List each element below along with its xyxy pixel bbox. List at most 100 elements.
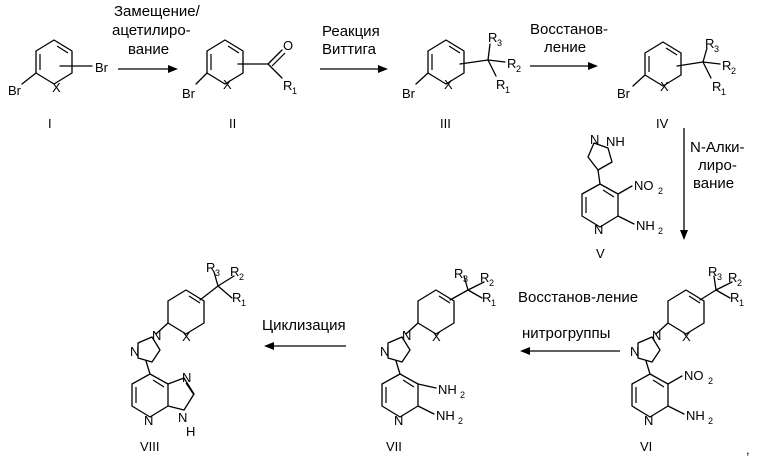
subscript: 3 xyxy=(497,38,502,48)
trailing-comma: , xyxy=(746,442,750,457)
atom-n: N xyxy=(152,328,161,343)
compound-V: N NH NO 2 N NH 2 V xyxy=(582,132,663,261)
compound-label-VII: VII xyxy=(386,439,402,454)
compound-label-III: III xyxy=(440,116,451,131)
atom-n: N xyxy=(380,344,389,359)
atom-r: R xyxy=(496,77,505,92)
step-label-line: ление xyxy=(544,39,586,56)
step-label-line: Замещение/ xyxy=(114,3,201,20)
compound-VI: X R 3 R 2 R 1 N N NO 2 N NH 2 VI xyxy=(630,264,744,454)
step-label-line: ацетилиро- xyxy=(112,22,191,39)
atom-nh2: NH xyxy=(436,408,455,423)
atom-x: X xyxy=(444,77,453,92)
subscript: 3 xyxy=(463,274,468,284)
atom-nh2: NH xyxy=(686,408,705,423)
atom-br: Br xyxy=(182,86,196,101)
step-label-line: Циклизация xyxy=(262,317,346,334)
subscript: 1 xyxy=(739,298,744,308)
atom-n: N xyxy=(130,344,139,359)
atom-r: R xyxy=(722,58,731,73)
atom-n: N xyxy=(182,370,191,385)
compound-label-VI: VI xyxy=(640,439,652,454)
atom-r: R xyxy=(708,264,717,279)
atom-x: X xyxy=(660,79,669,94)
step-label-line: вание xyxy=(693,175,734,192)
compound-label-II: II xyxy=(229,116,236,131)
step-arrow-6: Циклизация xyxy=(262,317,346,350)
subscript: 2 xyxy=(708,376,713,386)
compound-II: Br X O R 1 II xyxy=(182,38,297,131)
subscript: 3 xyxy=(714,44,719,54)
compound-VII: X R 3 R 2 R 1 N N NH 2 N NH 2 VII xyxy=(380,266,496,454)
step-label-line: Реакция xyxy=(322,23,380,40)
subscript: 2 xyxy=(239,272,244,282)
compound-I: Br X Br I xyxy=(8,40,109,131)
step-label-line: N-Алки- xyxy=(690,139,745,156)
step-arrow-5: Восстанов-ление нитрогруппы xyxy=(518,289,638,355)
atom-no2: NO xyxy=(684,368,704,383)
atom-x: X xyxy=(432,329,441,344)
atom-r: R xyxy=(206,260,215,275)
subscript: 1 xyxy=(241,298,246,308)
compound-VIII: X R 3 R 2 R 1 N N N N N H VIII xyxy=(130,260,246,454)
atom-r: R xyxy=(488,30,497,45)
compound-label-V: V xyxy=(596,246,605,261)
atom-n: N xyxy=(590,132,599,147)
atom-x: X xyxy=(52,80,61,95)
atom-r: R xyxy=(230,264,239,279)
subscript: 3 xyxy=(215,268,220,278)
atom-r: R xyxy=(454,266,463,281)
atom-h: H xyxy=(186,424,195,439)
subscript: 2 xyxy=(460,390,465,400)
atom-r: R xyxy=(705,36,714,51)
compound-label-IV: IV xyxy=(656,116,669,131)
subscript: 1 xyxy=(491,298,496,308)
atom-x: X xyxy=(182,329,191,344)
atom-o: O xyxy=(283,38,293,53)
step-arrow-1: Замещение/ ацетилиро- вание xyxy=(112,3,201,73)
atom-n: N xyxy=(644,413,653,428)
subscript: 2 xyxy=(731,66,736,76)
step-label-line: нитрогруппы xyxy=(522,325,610,342)
atom-n: N xyxy=(402,328,411,343)
atom-r: R xyxy=(480,270,489,285)
step-arrow-2: Реакция Виттига xyxy=(320,23,388,73)
atom-nh2: NH xyxy=(438,382,457,397)
atom-n: N xyxy=(652,328,661,343)
atom-n: N xyxy=(594,222,603,237)
atom-x: X xyxy=(223,77,232,92)
subscript: 2 xyxy=(458,416,463,426)
atom-r: R xyxy=(712,79,721,94)
atom-br: Br xyxy=(8,83,22,98)
step-label-line: вание xyxy=(128,41,169,58)
atom-r: R xyxy=(728,270,737,285)
subscript: 3 xyxy=(717,272,722,282)
atom-br: Br xyxy=(402,86,416,101)
subscript: 2 xyxy=(708,416,713,426)
subscript: 1 xyxy=(505,85,510,95)
subscript: 2 xyxy=(737,278,742,288)
step-label-line: Виттига xyxy=(322,41,377,58)
subscript: 2 xyxy=(516,64,521,74)
atom-br: Br xyxy=(617,86,631,101)
subscript: 2 xyxy=(658,186,663,196)
atom-r: R xyxy=(482,290,491,305)
atom-r: R xyxy=(507,56,516,71)
compound-label-VIII: VIII xyxy=(140,439,160,454)
subscript: 1 xyxy=(721,87,726,97)
atom-n: N xyxy=(178,410,187,425)
subscript: 1 xyxy=(292,86,297,96)
step-arrow-3: Восстанов- ление xyxy=(530,21,608,70)
compound-IV: Br X R 3 R 2 R 1 IV xyxy=(617,36,736,131)
atom-n: N xyxy=(630,344,639,359)
step-label-line: Восстанов-ление xyxy=(518,289,638,306)
atom-nh2: NH xyxy=(636,218,655,233)
step-label-line: лиро- xyxy=(698,157,737,174)
compound-label-I: I xyxy=(48,116,52,131)
compound-III: Br X R 3 R 2 R 1 III xyxy=(402,30,521,131)
atom-r: R xyxy=(283,78,292,93)
subscript: 2 xyxy=(489,278,494,288)
subscript: 2 xyxy=(658,226,663,236)
atom-n: N xyxy=(144,413,153,428)
